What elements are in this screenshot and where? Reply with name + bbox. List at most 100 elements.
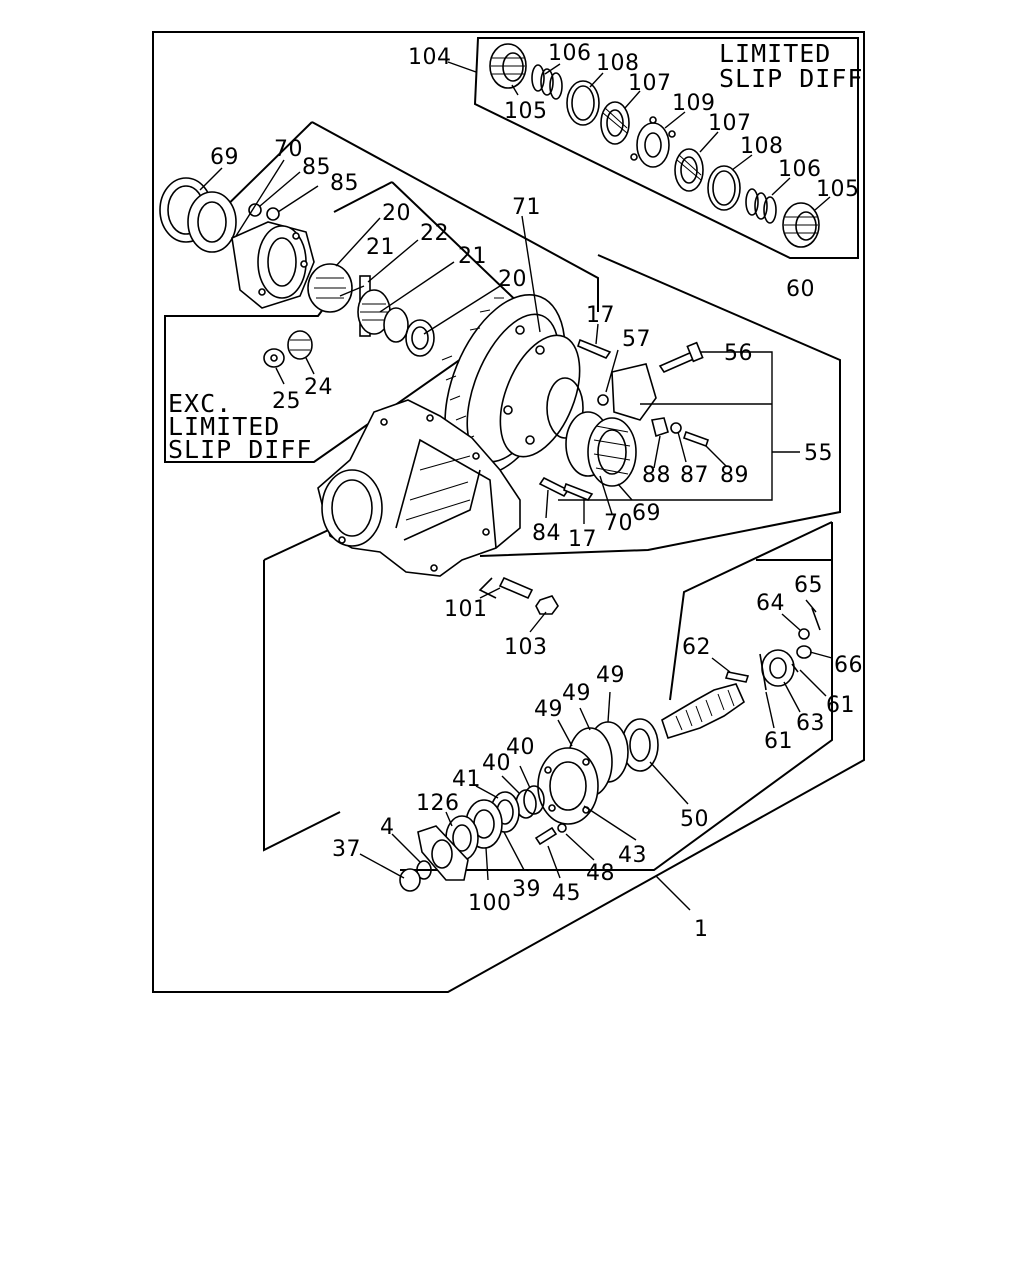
callout-17b: 17: [568, 527, 597, 552]
exc-note-line1: EXC.: [168, 389, 232, 418]
leader-109: [664, 111, 686, 129]
callout-55: 55: [804, 441, 833, 466]
side-gear-20-lower: [383, 307, 409, 343]
callout-106b: 106: [778, 157, 822, 182]
callout-1: 1: [694, 917, 709, 942]
ring-gear: [441, 293, 584, 477]
callout-41: 41: [452, 767, 481, 792]
lsd-pinion-shaft-cross: [630, 116, 676, 168]
drive-pinion: [661, 683, 745, 739]
leader-20b: [423, 285, 501, 335]
lsd-spring-right: [745, 188, 777, 224]
drain-plug-101: [478, 576, 534, 600]
leader-87: [677, 431, 687, 463]
callout-50: 50: [680, 807, 709, 832]
leader-56: [558, 351, 773, 501]
callout-40a: 40: [506, 735, 535, 760]
callout-48: 48: [586, 861, 615, 886]
clip-61b: [791, 663, 799, 673]
leader-17a: [595, 323, 599, 345]
callout-61b: 61: [764, 729, 793, 754]
bearing-retainer-43: [537, 747, 599, 825]
callout-49b: 49: [562, 681, 591, 706]
leader-85b: [277, 185, 319, 213]
bolt-89: [682, 430, 710, 448]
callout-45: 45: [552, 881, 581, 906]
side-gear-20-upper: [307, 263, 353, 313]
leader-85a: [259, 171, 301, 207]
nut-64: [798, 628, 810, 640]
leader-49a: [607, 691, 611, 723]
flange-126: [417, 825, 469, 881]
callout-66: 66: [834, 653, 863, 678]
leader-4: [391, 833, 421, 863]
callout-69a: 69: [210, 145, 239, 170]
leader-69b: [617, 483, 633, 501]
leader-70a: [235, 159, 285, 237]
leader-105b: [814, 196, 831, 211]
pinion-24: [287, 330, 313, 360]
callout-107b: 107: [708, 111, 752, 136]
callout-109: 109: [672, 91, 716, 116]
callout-40b: 40: [482, 751, 511, 776]
washer-48: [557, 823, 567, 833]
leader-21a: [339, 285, 365, 297]
bolt-17-lower: [563, 482, 594, 501]
leader-65: [805, 599, 817, 613]
callout-56: 56: [724, 341, 753, 366]
lsd-inset-frame: [473, 37, 859, 259]
leader-101: [479, 587, 501, 599]
leader-1: [655, 875, 691, 911]
leader-104: [447, 61, 477, 73]
leader-108a: [589, 72, 604, 88]
callout-62: 62: [682, 635, 711, 660]
lsd-side-gear-right: [782, 202, 820, 248]
lsd-side-gear-left: [489, 43, 527, 89]
leader-48: [565, 833, 595, 861]
callout-88: 88: [642, 463, 671, 488]
leader-106a: [544, 63, 561, 75]
diff-case: [231, 221, 315, 309]
bearing-cap: [597, 363, 657, 421]
nut-85a: [248, 203, 262, 217]
leader-40b: [501, 775, 521, 795]
leader-107a: [624, 90, 641, 109]
bolt-17-upper: [577, 338, 612, 359]
callout-87: 87: [680, 463, 709, 488]
leader-100: [485, 847, 489, 881]
bolt-45: [534, 826, 558, 846]
nut-103: [535, 595, 559, 615]
leader-89: [705, 445, 727, 467]
callout-20b: 20: [498, 267, 527, 292]
callout-70a: 70: [274, 137, 303, 162]
leader-39: [503, 831, 525, 871]
callout-60: 60: [786, 277, 815, 302]
callout-22: 22: [420, 221, 449, 246]
washer-66: [796, 645, 812, 659]
leader-103: [529, 611, 547, 633]
side-bearing-upper: [159, 177, 237, 253]
exc-lsd-frame-b: [333, 181, 393, 213]
leader-107b: [699, 131, 719, 153]
leader-126: [445, 811, 453, 827]
callout-69b: 69: [632, 501, 661, 526]
callout-63: 63: [796, 711, 825, 736]
callout-61a: 61: [826, 693, 855, 718]
leader-57: [605, 349, 619, 393]
center-bearing-63: [761, 649, 795, 687]
callout-108b: 108: [740, 134, 784, 159]
washer-25: [263, 348, 285, 368]
callout-64: 64: [756, 591, 785, 616]
leader-62: [711, 657, 731, 673]
lsd-clutch-plate-right: [674, 148, 704, 192]
leader-71: [521, 215, 541, 333]
callout-17a: 17: [586, 303, 615, 328]
callout-24: 24: [304, 375, 333, 400]
leader-49c: [557, 719, 573, 747]
leader-84: [545, 489, 549, 519]
diff-case-subframe: [311, 121, 599, 312]
carrier-frame-60b: [263, 560, 341, 852]
leader-43: [583, 805, 637, 841]
leader-63: [783, 681, 801, 713]
